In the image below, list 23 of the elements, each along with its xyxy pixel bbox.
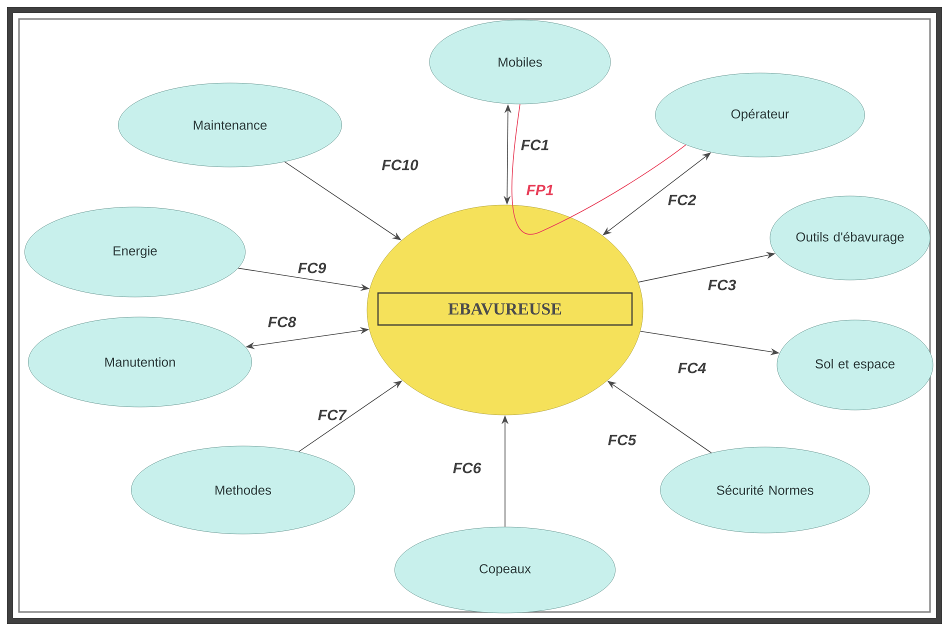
edge-label: FC9 [298,262,326,274]
ellipse-node: Sécurité Normes [660,446,870,534]
ellipse-node: Methodes [131,446,355,534]
edge-label: FC5 [608,434,636,446]
edge-label: FC7 [318,410,347,420]
ellipse-node: Maintenance [118,82,342,168]
title-box: EBAVUREUSE [377,292,633,326]
ellipse-node: Mobiles [429,20,611,104]
edge-label: FC10 [382,160,418,170]
ellipse-node: Sol et espace [776,320,934,410]
edge-label: FC6 [453,462,482,474]
edge-label: FC3 [708,280,736,290]
machine-circle [366,204,644,416]
ellipse-node: Opérateur [655,72,865,158]
edge-label: FC8 [268,316,296,328]
edge-label: FC4 [678,362,706,374]
ellipse-node: Energie [24,206,246,298]
edge-label: FC2 [668,194,696,206]
edge-label: FP1 [526,184,553,196]
ellipse-node: Manutention [28,316,252,408]
ellipse-node: Copeaux [394,526,616,614]
ellipse-node: Outils d'ébavurage [770,196,930,280]
edge-label: FC1 [521,140,548,150]
